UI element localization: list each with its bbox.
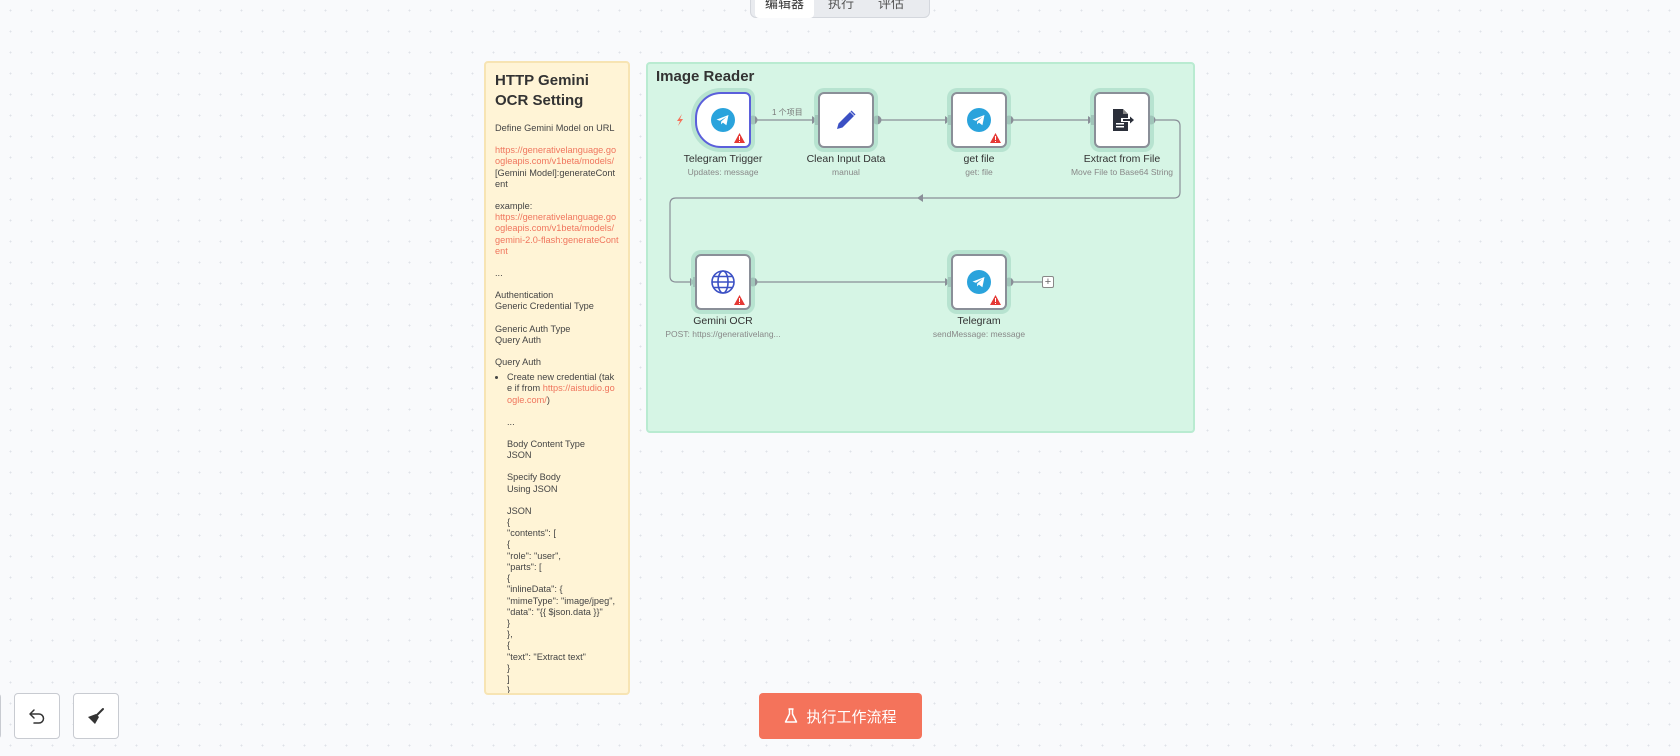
json-line: "text": "Extract text" <box>507 651 586 662</box>
json-label: JSON <box>507 505 532 516</box>
node-sub-gemini-ocr: POST: https://generativelang... <box>665 329 781 339</box>
node-label-telegram-trigger: Telegram Trigger <box>683 153 763 165</box>
connection-item-count: 1 个项目 <box>772 108 803 117</box>
specify-label: Specify Body <box>507 472 561 483</box>
node-sub-extract-file: Move File to Base64 String <box>1070 167 1174 177</box>
specify-value: Using JSON <box>507 483 558 494</box>
warning-icon <box>734 295 745 305</box>
broom-icon <box>88 708 104 724</box>
node-sub-clean-input: manual <box>832 167 860 177</box>
json-line: } <box>507 662 511 673</box>
node-gemini-ocr[interactable] <box>695 254 751 310</box>
node-label-get-file: get file <box>963 153 995 165</box>
json-line: } <box>507 617 511 628</box>
tab-editor[interactable]: 编辑器 <box>755 0 815 18</box>
generic-auth-paragraph: Generic Auth Type Query Auth <box>495 324 619 346</box>
node-sub-telegram-trigger: Updates: message <box>687 167 759 177</box>
warning-icon <box>734 133 745 143</box>
node-label-gemini-ocr: Gemini OCR <box>693 315 753 327</box>
warning-icon <box>990 295 1001 305</box>
node-clean-input-data[interactable] <box>818 92 874 148</box>
left-edge-button[interactable] <box>0 693 1 739</box>
tab-executions[interactable]: 执行 <box>828 0 855 11</box>
auth-paragraph: Authentication Generic Credential Type <box>495 290 619 312</box>
undo-button[interactable] <box>14 693 60 739</box>
node-telegram-trigger[interactable] <box>695 92 751 148</box>
specify-paragraph: Specify Body Using JSON <box>507 472 619 494</box>
aistudio-link[interactable]: https://aistudio.google.com/ <box>507 383 615 405</box>
query-auth-label: Query Auth <box>495 357 541 368</box>
body-type-label: Body Content Type <box>507 439 585 450</box>
json-line: { <box>507 573 511 584</box>
json-line: ] <box>507 673 510 684</box>
file-export-icon <box>1113 109 1134 131</box>
json-line: { <box>507 640 511 651</box>
indented-block: ... Body Content Type JSON Specify Body … <box>495 416 619 695</box>
url-paragraph: https://generativelanguage.googleapis.co… <box>495 145 619 190</box>
json-line: "data": "{{ $json.data }}" <box>507 606 603 617</box>
json-line: "mimeType": "image/jpeg", <box>507 595 616 606</box>
bullet-text: Create new credential (take if from <box>507 372 615 394</box>
group-title: Image Reader <box>656 68 755 85</box>
warning-icon <box>990 133 1001 143</box>
telegram-icon <box>711 108 735 132</box>
generic-auth-value: Query Auth <box>495 334 541 345</box>
example-paragraph: example: https://generativelanguage.goog… <box>495 201 619 257</box>
auth-label: Authentication <box>495 290 554 301</box>
url-suffix: [Gemini Model]:generateContent <box>495 167 616 189</box>
pencil-icon <box>837 110 856 129</box>
define-label: Define Gemini Model on URL <box>495 123 615 133</box>
auth-value: Generic Credential Type <box>495 301 594 312</box>
json-line: "parts": [ <box>507 561 542 572</box>
node-label-telegram: Telegram <box>957 315 1001 327</box>
node-label-extract-file: Extract from File <box>1083 153 1161 165</box>
clear-button[interactable] <box>73 693 119 739</box>
telegram-icon <box>967 108 991 132</box>
body-type-paragraph: Body Content Type JSON <box>507 439 619 461</box>
json-line: "inlineData": { <box>507 584 563 595</box>
json-line: { <box>507 539 511 550</box>
tab-evaluations[interactable]: 评估 <box>878 0 905 11</box>
json-line: } <box>507 685 511 695</box>
credential-list: Create new credential (take if from http… <box>495 372 619 406</box>
ellipsis-2: ... <box>507 416 515 427</box>
json-line: "role": "user", <box>507 550 561 561</box>
node-sub-get-file: get: file <box>965 167 993 177</box>
run-workflow-button[interactable]: 执行工作流程 <box>759 693 922 739</box>
node-sub-telegram: sendMessage: message <box>932 329 1026 339</box>
url-link[interactable]: https://generativelanguage.googleapis.co… <box>495 145 617 167</box>
sticky-note[interactable]: HTTP Gemini OCR Setting Define Gemini Mo… <box>484 61 630 695</box>
sticky-note-title: HTTP Gemini OCR Setting <box>495 72 589 109</box>
bullet-close: ) <box>546 394 550 405</box>
add-node-button[interactable]: + <box>1042 276 1054 288</box>
body-type-value: JSON <box>507 450 532 461</box>
json-line: { <box>507 517 511 528</box>
ellipsis-1: ... <box>495 268 503 279</box>
generic-auth-label: Generic Auth Type <box>495 323 571 334</box>
telegram-icon <box>967 270 991 294</box>
example-label: example: <box>495 201 533 212</box>
node-extract-from-file[interactable] <box>1094 92 1150 148</box>
flask-icon <box>785 708 798 723</box>
example-link[interactable]: https://generativelanguage.googleapis.co… <box>495 212 619 256</box>
json-line: "contents": [ <box>507 528 556 539</box>
globe-icon <box>711 270 735 294</box>
view-tabs: 编辑器 执行 评估 <box>750 0 930 18</box>
undo-icon <box>29 709 45 724</box>
node-get-file[interactable] <box>951 92 1007 148</box>
run-workflow-label: 执行工作流程 <box>806 708 897 726</box>
node-telegram[interactable] <box>951 254 1007 310</box>
json-block: {"contents": [{"role": "user","parts": [… <box>507 517 619 695</box>
node-label-clean-input: Clean Input Data <box>806 153 886 165</box>
json-line: }, <box>507 629 513 640</box>
credential-list-item: Create new credential (take if from http… <box>507 372 619 406</box>
